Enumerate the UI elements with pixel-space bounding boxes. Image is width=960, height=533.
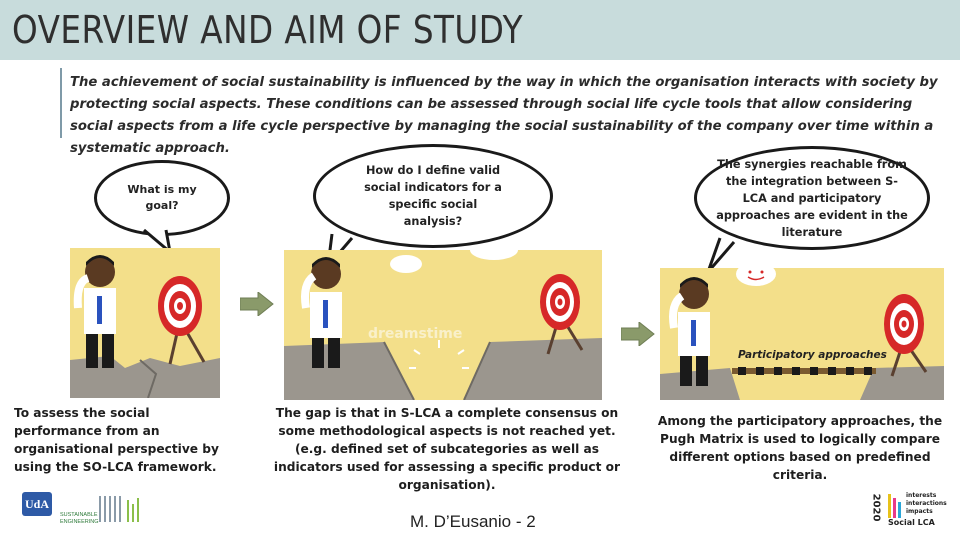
businessman-icon [301, 257, 342, 368]
event-name: Social LCA [888, 518, 935, 527]
bubble-text-1: What is my goal? [127, 183, 197, 212]
bubble-text-3: The synergies reachable from the integra… [716, 157, 908, 239]
businessman-icon [73, 255, 116, 368]
bridge-icon [732, 367, 876, 375]
bubble-text-2: How do I define valid social indicators … [364, 164, 502, 228]
event-line-2: interactions [906, 500, 947, 507]
thought-bubble-3: The synergies reachable from the integra… [694, 146, 930, 250]
scene-panel-1 [70, 248, 220, 398]
caption-2: The gap is that in S-LCA a complete cons… [273, 406, 621, 492]
caption-1: To assess the social performance from an… [14, 406, 219, 474]
scene-panel-2: dreamstime [284, 250, 602, 400]
sustainable-engineering-logo: SUSTAINABLE ENGINEERING [60, 492, 156, 526]
arrow-right-icon [240, 292, 274, 316]
header-bar: OVERVIEW AND AIM OF STUDY [0, 0, 960, 60]
thought-bubble-1: What is my goal? [94, 160, 230, 236]
caption-3: Among the participatory approaches, the … [657, 414, 943, 482]
event-year: 2020 [870, 493, 882, 522]
intro-text: The achievement of social sustainability… [70, 75, 938, 156]
page-title: OVERVIEW AND AIM OF STUDY [12, 8, 523, 52]
businessman-icon [669, 277, 710, 386]
uda-logo: UdA [22, 492, 52, 516]
bridge-label: Participatory approaches [738, 349, 887, 361]
target-icon [540, 274, 584, 355]
footer-author: M. D’Eusanio - 2 [410, 512, 536, 531]
scene-panel-3: Participatory approaches [660, 268, 944, 400]
target-icon [884, 294, 928, 377]
uda-logo-text: UdA [24, 496, 49, 511]
cloud-icon [390, 255, 422, 273]
arrow-right-icon [621, 322, 655, 346]
event-line-1: interests [906, 492, 937, 499]
se-logo-text: SUSTAINABLE ENGINEERING [60, 512, 99, 525]
thought-bubble-2: How do I define valid social indicators … [313, 144, 553, 248]
event-line-3: impacts [906, 508, 933, 515]
social-lca-logo: 2020 interests interactions impacts Soci… [870, 490, 956, 530]
watermark: dreamstime [368, 326, 462, 342]
intro-divider [60, 68, 62, 138]
target-icon [158, 276, 206, 365]
cloud-icon [736, 268, 776, 286]
